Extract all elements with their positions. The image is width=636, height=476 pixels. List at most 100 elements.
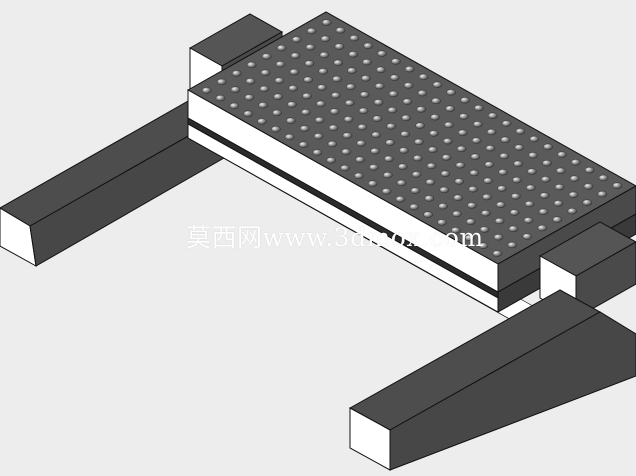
dimple bbox=[387, 106, 398, 114]
dimple bbox=[373, 99, 384, 106]
dimple bbox=[510, 193, 521, 200]
dimple bbox=[472, 120, 483, 128]
dimple bbox=[257, 118, 267, 125]
dimple bbox=[416, 106, 427, 113]
dimple bbox=[495, 201, 506, 208]
dimple bbox=[258, 101, 269, 109]
dimple bbox=[522, 233, 533, 240]
dimple bbox=[326, 157, 337, 164]
dimple bbox=[474, 104, 484, 112]
dimple bbox=[418, 73, 429, 81]
dimple bbox=[384, 155, 394, 163]
dimple bbox=[431, 97, 442, 105]
dimple bbox=[358, 107, 369, 115]
dimple bbox=[424, 195, 435, 202]
dimple bbox=[382, 171, 393, 179]
watermark-text: 莫西网www.3dmox.com bbox=[186, 223, 484, 252]
dimple bbox=[288, 84, 299, 92]
dimple bbox=[430, 113, 440, 121]
dimple bbox=[259, 85, 270, 93]
dimple bbox=[275, 60, 286, 68]
dimple bbox=[391, 58, 401, 65]
dimple bbox=[454, 178, 465, 185]
dimple bbox=[569, 175, 580, 182]
dimple bbox=[554, 183, 565, 191]
dimple bbox=[376, 66, 386, 74]
dimple bbox=[568, 191, 579, 199]
dimple bbox=[499, 152, 510, 160]
dimple bbox=[362, 58, 372, 66]
dimple bbox=[372, 115, 383, 122]
dimple bbox=[500, 136, 511, 144]
dimple bbox=[439, 186, 450, 194]
left-leg-beam bbox=[0, 99, 225, 267]
dimple bbox=[553, 200, 564, 207]
dimple bbox=[317, 84, 327, 91]
dimple bbox=[583, 183, 594, 190]
dimple bbox=[468, 185, 478, 193]
dimple bbox=[342, 132, 353, 139]
dimple bbox=[567, 207, 578, 215]
dimple bbox=[480, 209, 491, 217]
dimple bbox=[485, 144, 496, 152]
dimple bbox=[306, 27, 317, 35]
dimple bbox=[523, 217, 534, 224]
dimple bbox=[316, 100, 326, 108]
dimple-grid bbox=[201, 19, 623, 257]
dimple bbox=[370, 147, 380, 155]
dimple bbox=[271, 125, 281, 133]
dimple bbox=[409, 203, 420, 211]
dimple bbox=[444, 121, 454, 129]
dimple bbox=[332, 75, 342, 83]
dimple bbox=[552, 216, 563, 223]
dimple bbox=[492, 250, 503, 257]
dimple bbox=[542, 159, 552, 167]
dimple bbox=[290, 52, 301, 59]
dimple bbox=[371, 131, 382, 139]
dimple bbox=[231, 70, 242, 77]
dimple bbox=[369, 164, 379, 171]
dimple bbox=[396, 179, 407, 187]
dimple bbox=[299, 125, 310, 132]
dimple bbox=[341, 148, 352, 156]
dimple bbox=[399, 147, 409, 154]
dimple bbox=[441, 154, 452, 161]
dimple bbox=[319, 51, 330, 59]
dimple bbox=[215, 94, 226, 102]
dimple bbox=[497, 185, 507, 192]
dimple bbox=[483, 177, 493, 184]
dimple bbox=[478, 242, 489, 249]
dimple bbox=[437, 219, 447, 226]
dimple bbox=[314, 116, 325, 124]
table-top-block bbox=[186, 11, 636, 313]
dimple bbox=[459, 113, 469, 120]
dimple bbox=[274, 77, 285, 84]
dimple bbox=[331, 92, 341, 99]
dimple bbox=[355, 156, 365, 163]
dimple bbox=[230, 86, 241, 93]
dimple bbox=[493, 233, 504, 241]
dimple bbox=[397, 163, 408, 170]
dimple bbox=[494, 217, 505, 225]
dimple bbox=[479, 226, 490, 233]
dimple bbox=[340, 164, 350, 172]
dimple bbox=[487, 112, 498, 119]
dimple bbox=[442, 137, 453, 145]
dimple bbox=[524, 200, 535, 208]
dimple bbox=[329, 108, 340, 115]
dimple bbox=[302, 92, 312, 100]
dimple bbox=[429, 130, 439, 137]
dimple bbox=[305, 44, 316, 51]
dimple bbox=[512, 176, 522, 184]
dimple bbox=[216, 78, 227, 86]
dimple bbox=[471, 137, 482, 144]
dimple bbox=[571, 159, 581, 166]
dimple bbox=[508, 225, 519, 233]
dimple bbox=[541, 176, 551, 183]
dimple bbox=[514, 144, 525, 151]
dimple bbox=[412, 154, 423, 162]
dimple bbox=[513, 160, 523, 168]
dimple bbox=[411, 171, 422, 178]
dimple bbox=[400, 130, 410, 138]
